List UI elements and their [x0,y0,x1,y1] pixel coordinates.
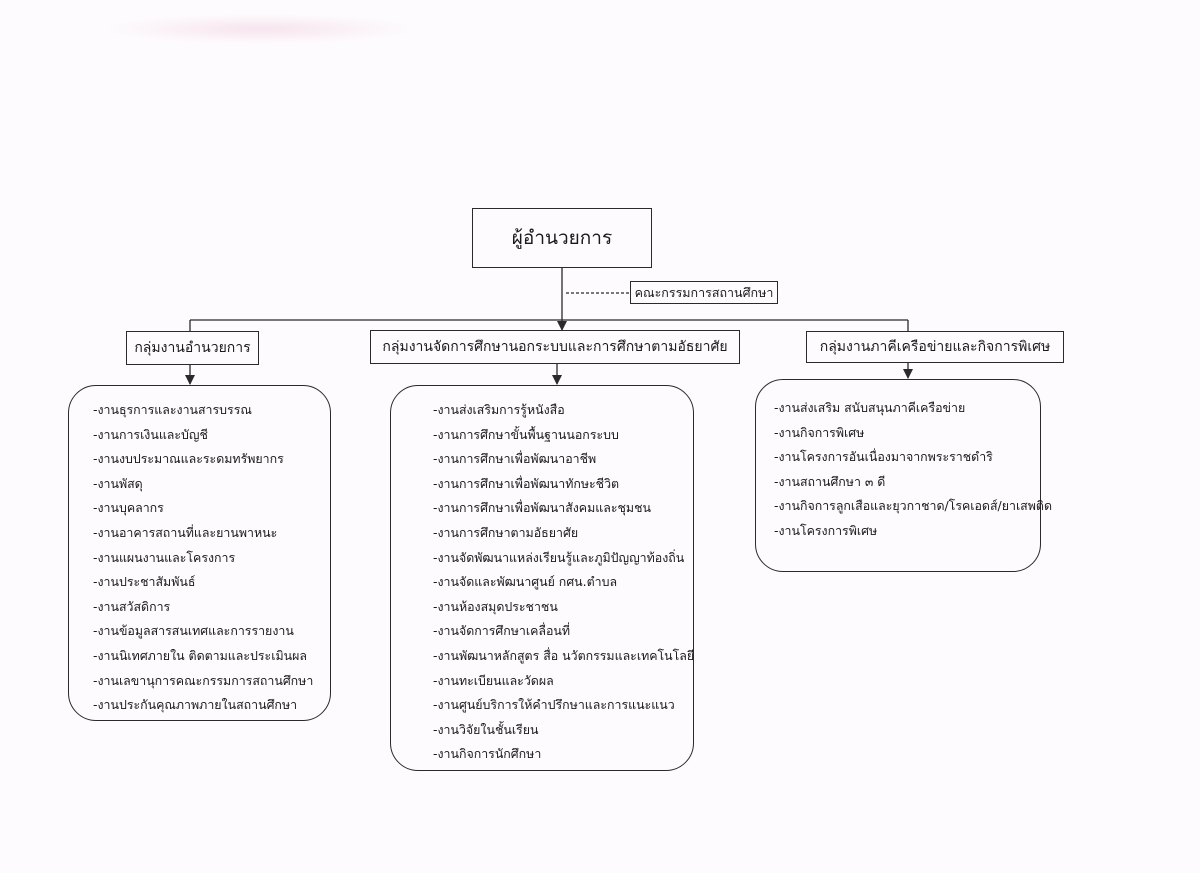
network-task-list: -งานส่งเสริม สนับสนุนภาคีเครือข่าย -งานก… [774,396,1052,544]
administration-tasks-panel: -งานธุรการและงานสารบรรณ -งานการเงินและบั… [68,385,331,721]
education-tasks-panel: -งานส่งเสริมการรู้หนังสือ -งานการศึกษาขั… [390,385,694,771]
scan-smudge [105,14,415,44]
task-item: -งานการศึกษาเพื่อพัฒนาอาชีพ [433,451,597,467]
task-item: -งานแผนงานและโครงการ [93,549,236,565]
task-item: -งานพัสดุ [93,475,143,491]
administration-task-list: -งานธุรการและงานสารบรรณ -งานการเงินและบั… [93,398,330,718]
committee-box: คณะกรรมการสถานศึกษา [630,281,778,304]
task-item: -งานการเงินและบัญชี [93,426,208,442]
task-item: -งานพัฒนาหลักสูตร สื่อ นวัตกรรมและเทคโนโ… [433,647,695,663]
task-item: -งานอาคารสถานที่และยานพาหนะ [93,524,278,540]
task-item: -งานประชาสัมพันธ์ [93,574,196,590]
task-item: -งานส่งเสริม สนับสนุนภาคีเครือข่าย [774,400,966,415]
task-item: -งานกิจการนักศึกษา [433,746,542,762]
task-item: -งานข้อมูลสารสนเทศและการรายงาน [93,623,294,639]
task-item: -งานการศึกษาตามอัธยาศัย [433,524,579,540]
task-item: -งานจัดและพัฒนาศูนย์ กศน.ตำบล [433,574,618,590]
task-item: -งานกิจการพิเศษ [774,424,865,440]
task-item: -งานประกันคุณภาพภายในสถานศึกษา [93,697,298,713]
task-item: -งานสถานศึกษา ๓ ดี [774,473,886,489]
director-box: ผู้อำนวยการ [472,208,652,268]
director-label: ผู้อำนวยการ [511,227,613,249]
task-item: -งานกิจการลูกเสือและยุวกาชาด/โรคเอดส์/ยา… [774,498,1052,514]
task-item: -งานส่งเสริมการรู้หนังสือ [433,402,565,417]
group-administration-title: กลุ่มงานอำนวยการ [134,340,251,356]
task-item: -งานการศึกษาขั้นพื้นฐานนอกระบบ [433,426,619,442]
task-item: -งานสวัสดิการ [93,598,171,614]
education-task-list: -งานส่งเสริมการรู้หนังสือ -งานการศึกษาขั… [433,398,695,767]
group-education-box: กลุ่มงานจัดการศึกษานอกระบบและการศึกษาตาม… [370,330,740,364]
task-item: -งานนิเทศภายใน ติดตามและประเมินผล [93,647,307,663]
task-item: -งานโครงการพิเศษ [774,522,878,538]
task-item: -งานการศึกษาเพื่อพัฒนาทักษะชีวิต [433,475,620,491]
group-education-title: กลุ่มงานจัดการศึกษานอกระบบและการศึกษาตาม… [382,339,728,355]
network-tasks-panel: -งานส่งเสริม สนับสนุนภาคีเครือข่าย -งานก… [755,379,1052,572]
task-item: -งานธุรการและงานสารบรรณ [93,402,252,417]
task-item: -งานศูนย์บริการให้คำปรึกษาและการแนะแนว [433,697,675,713]
committee-label: คณะกรรมการสถานศึกษา [634,284,774,300]
group-network-title: กลุ่มงานภาคีเครือข่ายและกิจการพิเศษ [819,339,1051,355]
task-item: -งานจัดพัฒนาแหล่งเรียนรู้และภูมิปัญญาท้อ… [433,549,685,565]
task-item: -งานห้องสมุดประชาชน [433,598,558,614]
task-item: -งานบุคลากร [93,500,164,516]
group-network-box: กลุ่มงานภาคีเครือข่ายและกิจการพิเศษ [806,331,1064,363]
task-item: -งานโครงการอันเนื่องมาจากพระราชดำริ [774,449,993,465]
task-item: -งานจัดการศึกษาเคลื่อนที่ [433,623,571,639]
task-item: -งานเลขานุการคณะกรรมการสถานศึกษา [93,672,314,688]
task-item: -งานการศึกษาเพื่อพัฒนาสังคมและชุมชน [433,500,651,516]
group-administration-box: กลุ่มงานอำนวยการ [126,331,259,365]
task-item: -งานวิจัยในชั้นเรียน [433,721,539,737]
task-item: -งานทะเบียนและวัดผล [433,672,554,688]
task-item: -งานงบประมาณและระดมทรัพยากร [93,451,284,467]
